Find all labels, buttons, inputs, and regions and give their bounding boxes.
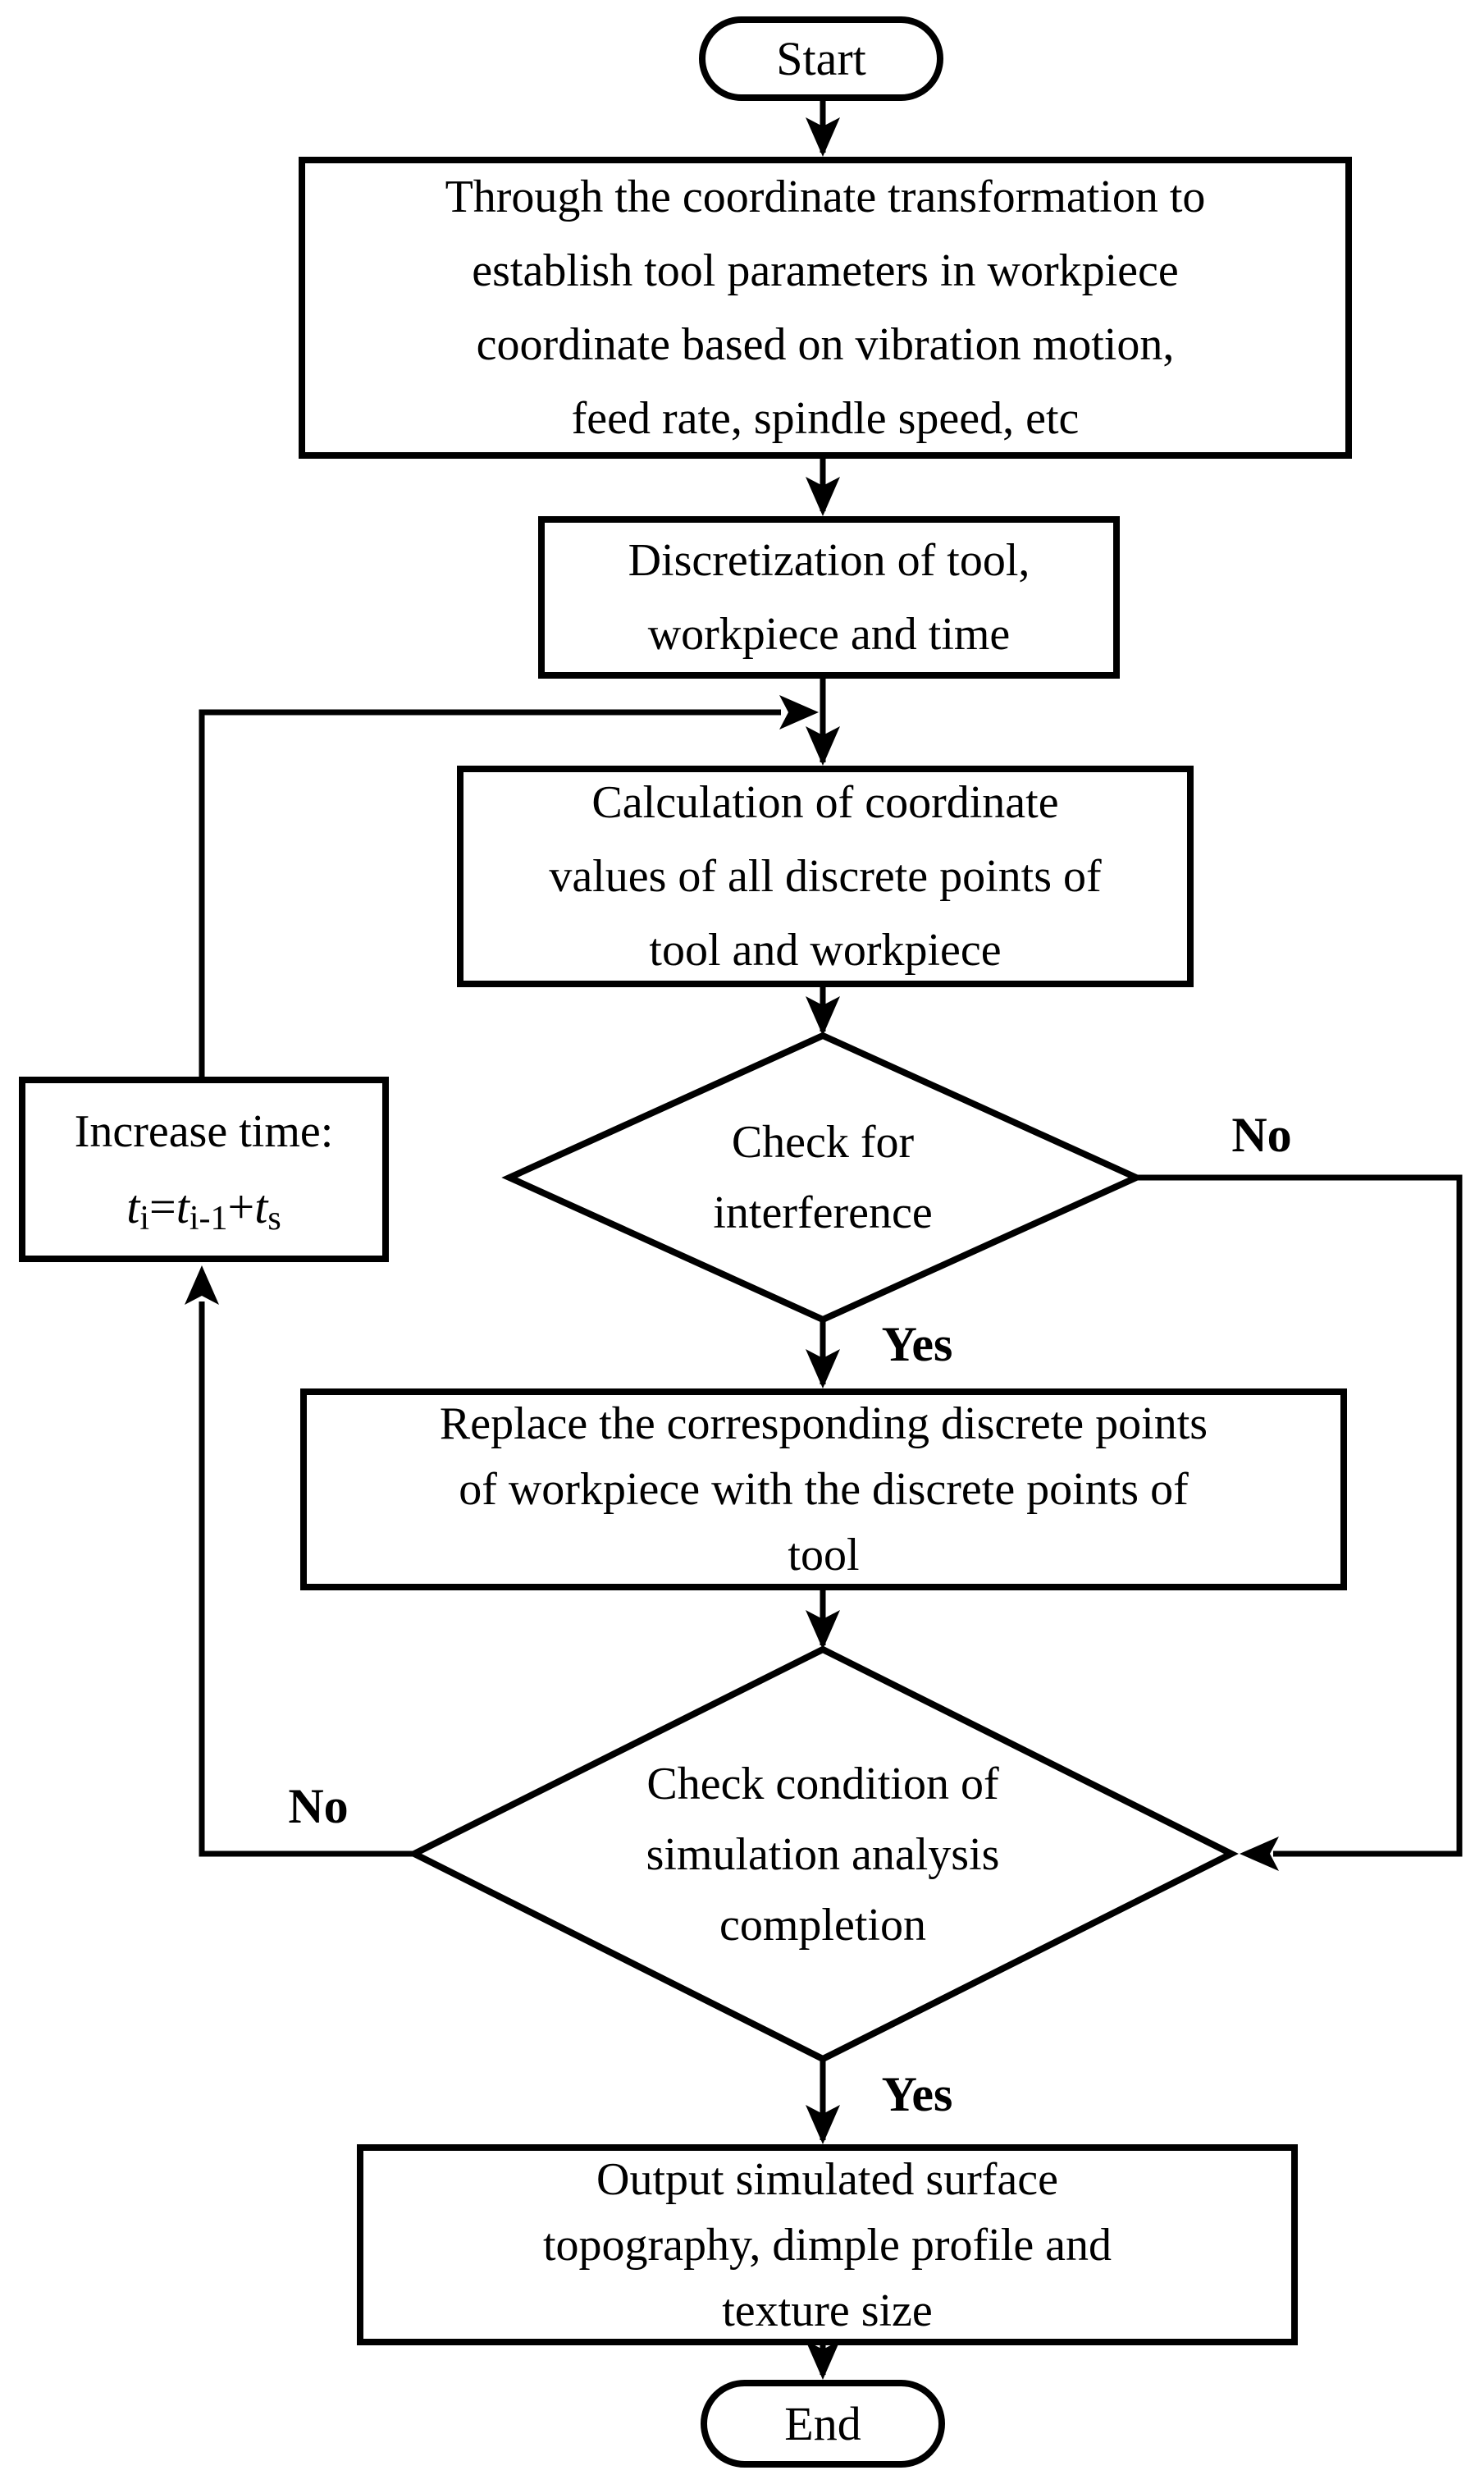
- end-terminator: End: [701, 2380, 945, 2468]
- formula-t1: t: [126, 1180, 140, 1233]
- process-increase-time-content: Increase time: ti=ti-1+ts: [75, 1094, 334, 1245]
- formula-equals: =: [149, 1180, 176, 1233]
- arrowhead-into-output: [806, 2105, 840, 2144]
- formula-t2: t: [176, 1180, 189, 1233]
- decision-completion-label: Check condition of simulation analysis c…: [577, 1727, 1069, 1982]
- formula-t3: t: [254, 1180, 268, 1233]
- arrowhead-into-transform: [806, 117, 840, 157]
- process-calculation-text: Calculation of coordinate values of all …: [549, 777, 1102, 976]
- process-coordinate-transformation-text: Through the coordinate transformation to…: [445, 172, 1206, 444]
- arrowhead-into-replace: [806, 1349, 840, 1388]
- start-terminator: Start: [699, 16, 943, 101]
- formula-sub2: i-1: [189, 1200, 228, 1237]
- formula-sub1: i: [139, 1200, 150, 1237]
- arrowhead-into-completion-top: [806, 1610, 840, 1649]
- process-output-text: Output simulated surface topography, dim…: [542, 2153, 1112, 2336]
- process-discretization: Discretization of tool, workpiece and ti…: [538, 516, 1120, 679]
- edge-label-yes-completion: Yes: [881, 2066, 953, 2121]
- arrowhead-into-increase-time: [185, 1265, 219, 1305]
- edge-label-yes-interference: Yes: [881, 1316, 953, 1371]
- process-increase-time: Increase time: ti=ti-1+ts: [19, 1077, 389, 1262]
- increase-time-formula: ti=ti-1+ts: [126, 1169, 281, 1245]
- edge-completion-no: [199, 1301, 414, 1857]
- arrowhead-feedback-merge: [779, 695, 819, 730]
- decision-interference-label: Check for interference: [577, 1067, 1069, 1288]
- process-discretization-text: Discretization of tool, workpiece and ti…: [628, 535, 1030, 660]
- end-label: End: [784, 2397, 861, 2450]
- arrowhead-into-calculation: [806, 726, 840, 766]
- edge-interference-no: [1136, 1174, 1463, 1857]
- arrowhead-into-discretization: [806, 477, 840, 516]
- edge-label-no-interference: No: [1231, 1107, 1292, 1162]
- decision-completion-shape: [407, 1645, 1239, 2063]
- formula-sub3: s: [267, 1200, 281, 1237]
- decision-completion-text: Check condition of simulation analysis c…: [646, 1759, 1000, 1951]
- increase-time-title: Increase time:: [74, 1106, 334, 1157]
- decision-interference-shape: [501, 1032, 1144, 1324]
- arrowhead-into-end: [806, 2340, 840, 2380]
- decision-interference-text: Check for interference: [713, 1117, 933, 1238]
- process-calculation: Calculation of coordinate values of all …: [457, 766, 1194, 987]
- arrowhead-into-completion-right: [1240, 1837, 1279, 1871]
- start-label: Start: [776, 32, 866, 85]
- edge-loop-feedback: [199, 709, 781, 1080]
- edge-label-no-completion: No: [288, 1778, 349, 1833]
- formula-plus: +: [227, 1180, 255, 1233]
- process-output: Output simulated surface topography, dim…: [357, 2144, 1298, 2345]
- arrowhead-into-interference: [806, 996, 840, 1036]
- process-coordinate-transformation: Through the coordinate transformation to…: [299, 157, 1352, 459]
- process-replace-text: Replace the corresponding discrete point…: [439, 1398, 1208, 1581]
- process-replace: Replace the corresponding discrete point…: [300, 1388, 1347, 1590]
